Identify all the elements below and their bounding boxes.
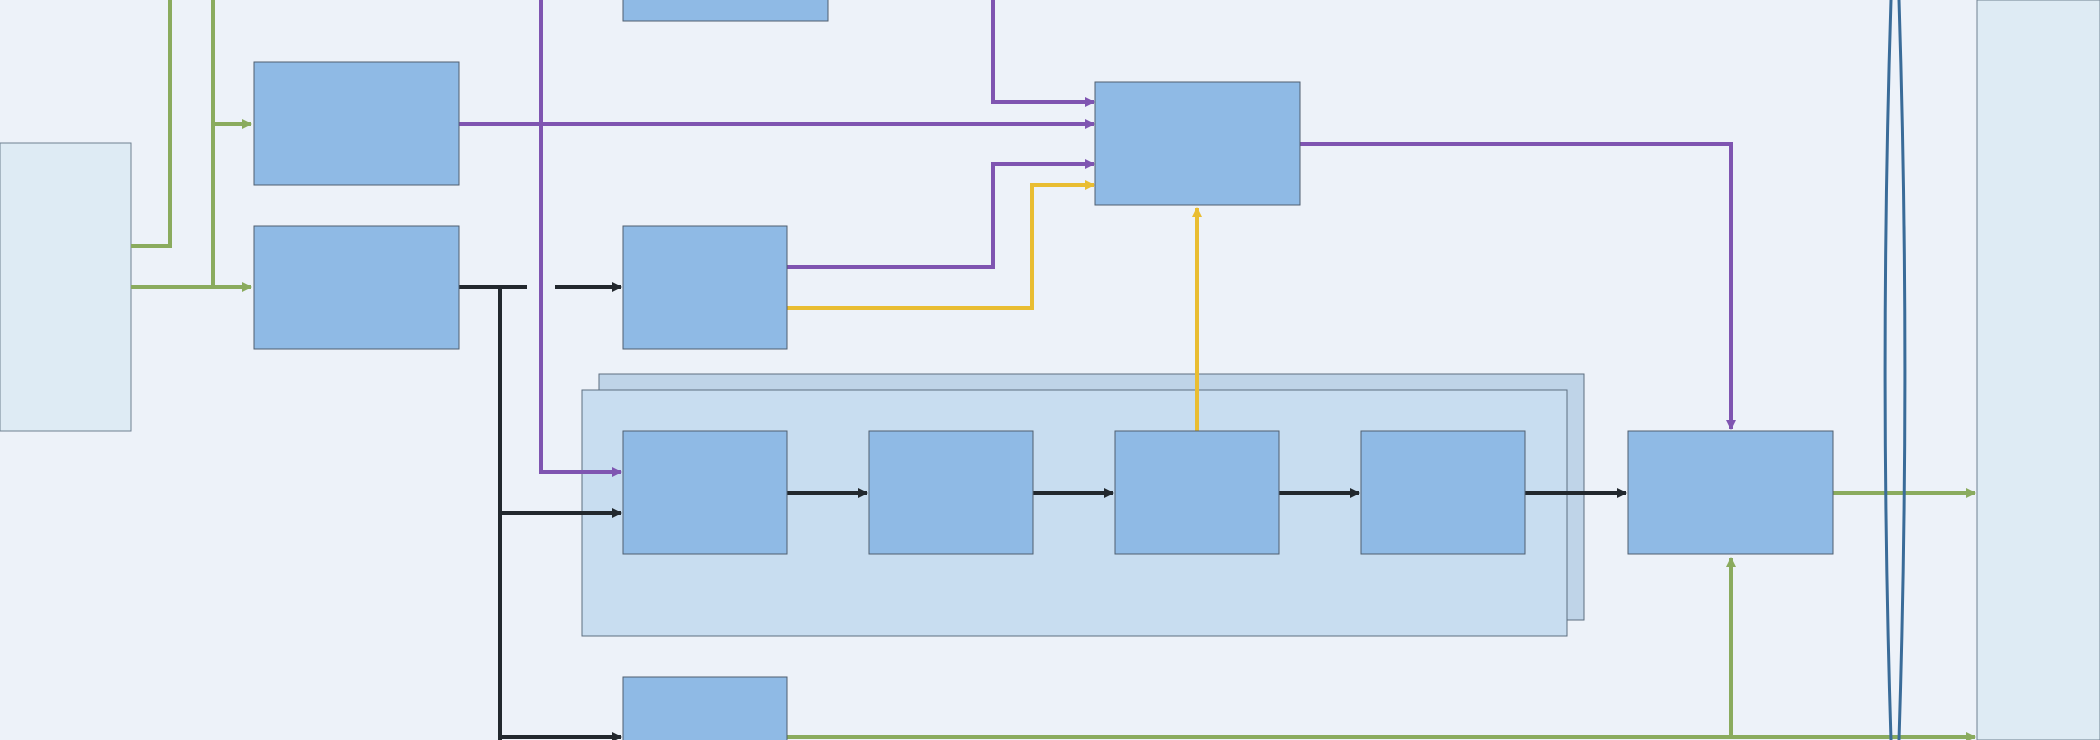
purple-line-long-down xyxy=(539,0,622,477)
purple-line-mid-to-merge xyxy=(787,159,1095,269)
stage-1-block xyxy=(622,430,788,555)
right-output-panel xyxy=(1976,0,2100,740)
mid-block xyxy=(622,225,788,350)
purple-line-top-feed xyxy=(991,0,1095,107)
stage-3-block xyxy=(1114,430,1280,555)
stage-2-block xyxy=(868,430,1034,555)
lower-left-block xyxy=(253,225,460,350)
top-block xyxy=(622,0,829,22)
output-block xyxy=(1627,430,1834,555)
blue-bracket-left xyxy=(1883,0,1893,740)
bottom-block xyxy=(622,676,788,740)
green-line-left-top xyxy=(131,0,172,248)
stage-4-block xyxy=(1360,430,1526,555)
merge-block xyxy=(1094,81,1301,206)
yellow-line-mid-to-merge xyxy=(787,180,1095,310)
upper-left-block xyxy=(253,61,460,186)
blue-bracket-right xyxy=(1897,0,1907,740)
left-input-panel xyxy=(0,142,132,432)
purple-line-merge-to-output xyxy=(1300,142,1736,430)
